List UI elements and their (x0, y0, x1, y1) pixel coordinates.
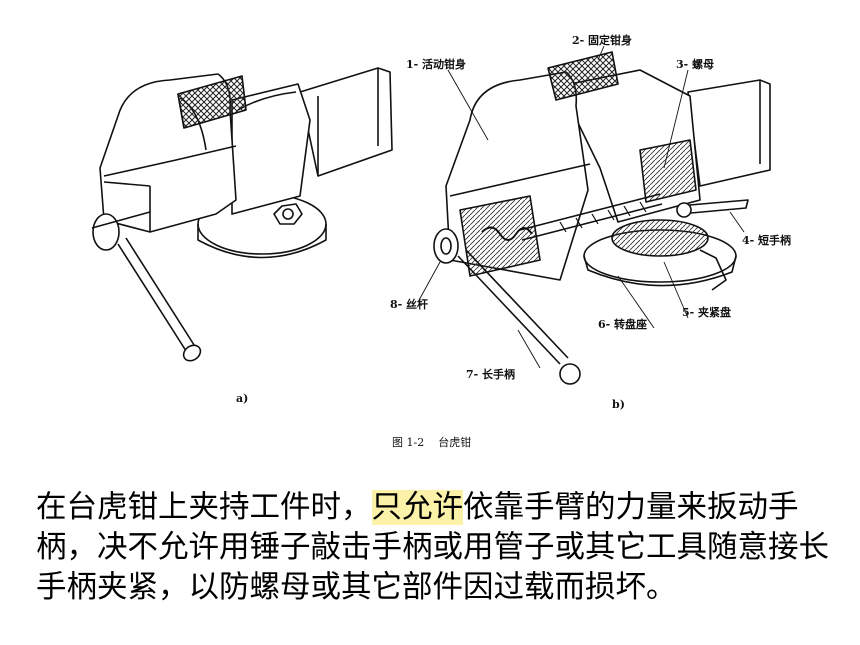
text-before: 在台虎钳上夹持工件时， (36, 490, 372, 525)
caption-number: 图 1-2 (392, 436, 425, 449)
vise-section-view (417, 45, 771, 385)
label-clamp-disk: 5- 夹紧盘 (682, 306, 732, 319)
label-swivel-base: 6- 转盘座 (598, 318, 648, 331)
label-moving-jaw: 1- 活动钳身 (406, 58, 467, 71)
bench-vise-figure: a) (91, 34, 792, 450)
caption-title: 台虎钳 (438, 436, 472, 449)
label-screw-rod: 8- 丝杆 (390, 298, 429, 311)
vise-external-view (91, 67, 393, 362)
bench-vise-drawing: a) (91, 45, 771, 411)
text-after: 依靠手臂的力量来扳动手柄，决不允许用锤子敲击手柄或用管子或其它工具随意接长手柄夹… (36, 490, 829, 605)
label-short-handle: 4- 短手柄 (742, 234, 792, 247)
label-fixed-jaw: 2- 固定钳身 (572, 34, 633, 47)
subfig-b-label: b) (612, 398, 625, 411)
figure-caption: 图 1-2 台虎钳 (392, 434, 471, 450)
label-long-handle: 7- 长手柄 (466, 368, 516, 381)
highlighted-text: 只允许 (371, 490, 463, 525)
instruction-paragraph: 在台虎钳上夹持工件时，只允许依靠手臂的力量来扳动手柄，决不允许用锤子敲击手柄或用… (36, 488, 836, 608)
subfig-a-label: a) (236, 392, 248, 405)
label-nut: 3- 螺母 (676, 58, 715, 71)
